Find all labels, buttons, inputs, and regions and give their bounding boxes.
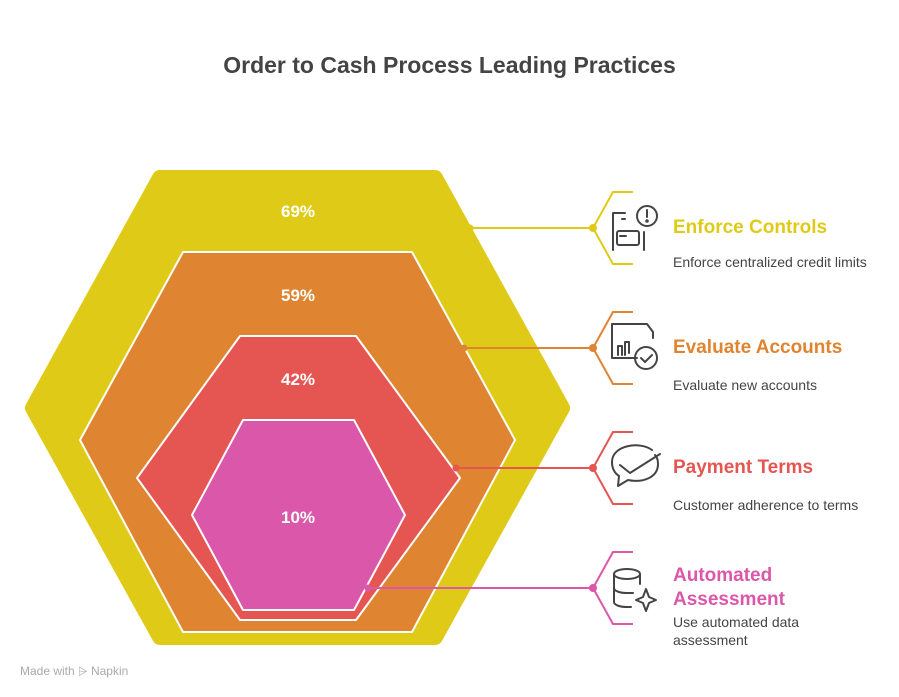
item-title-payment-terms: Payment Terms	[673, 457, 814, 478]
made-with-napkin-footer[interactable]: Made with ⩥ Napkin	[20, 664, 129, 678]
item-title-evaluate-accounts: Evaluate Accounts	[673, 337, 843, 358]
percent-label: 42%	[281, 370, 315, 389]
percent-label: 69%	[281, 202, 315, 221]
percent-label: 59%	[281, 286, 315, 305]
item-description: Enforce centralized credit limits	[673, 254, 867, 270]
item-title-automated-assessment: Automated Assessment	[673, 565, 785, 610]
item-description: Evaluate new accounts	[673, 377, 817, 393]
percent-label: 10%	[281, 508, 315, 527]
report-check-icon	[611, 323, 658, 370]
item-title-enforce-controls: Enforce Controls	[673, 217, 828, 238]
document-alert-icon	[612, 205, 658, 251]
connector-enforce	[470, 191, 633, 265]
chat-check-icon	[611, 444, 661, 487]
database-sparkle-icon	[613, 568, 657, 612]
page-title: Order to Cash Process Leading Practices	[223, 52, 676, 78]
item-description: Use automated data assessment	[673, 614, 800, 648]
hexagon-automated-assessment	[191, 419, 406, 611]
item-description: Customer adherence to terms	[673, 497, 859, 513]
